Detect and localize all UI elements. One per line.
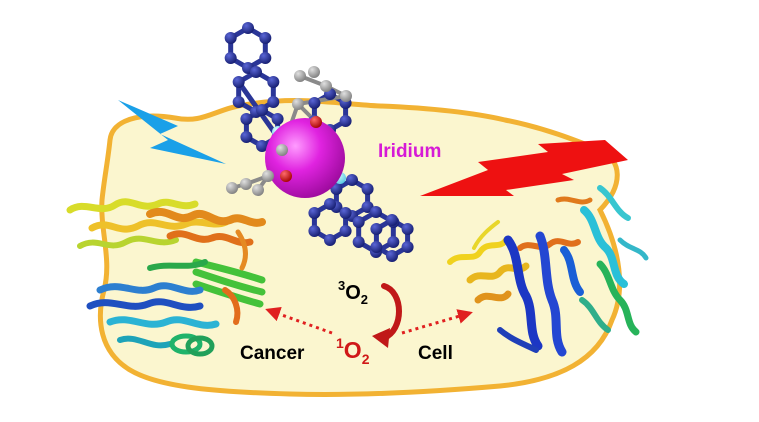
ligand-atom [233,96,245,108]
carbon-atom [294,70,306,82]
ligand-atom [233,76,245,88]
ligand-atom [259,52,271,64]
carbon-atom [276,144,288,156]
ligand-atom [370,206,382,218]
ligand-atom [324,234,336,246]
carbon-atom [320,80,332,92]
ligand-atom [240,113,252,125]
carbon-atom [252,184,264,196]
iridium-atom [265,118,345,198]
carbon-atom [340,90,352,102]
oxygen-atom [280,170,292,182]
ligand-atom [340,207,352,219]
carbon-atom [262,170,274,182]
ligand-atom [256,104,268,116]
ligand-atom [353,216,365,228]
ligand-atom [225,32,237,44]
ligand-atom [308,207,320,219]
ligand-atom [386,250,398,262]
ligand-atom [308,97,320,109]
carbon-atom [308,66,320,78]
ligand-atom [370,223,382,235]
cell-label: Cell [418,343,453,364]
ligand-atom [267,96,279,108]
ligand-atom [353,236,365,248]
ligand-atom [402,241,414,253]
oxygen-atom [310,116,322,128]
ligand-atom [324,198,336,210]
carbon-atom [226,182,238,194]
ligand-atom [370,241,382,253]
ligand-atom [362,183,374,195]
cancer-label: Cancer [240,343,305,364]
ligand-atom [340,115,352,127]
ligand-atom [386,214,398,226]
ligand-atom [402,223,414,235]
ligand-atom [240,131,252,143]
carbon-atom [240,178,252,190]
ligand-atom [259,32,271,44]
ligand-atom [272,113,284,125]
ligand-atom [225,52,237,64]
ligand-atom [242,22,254,34]
ligand-atom [250,66,262,78]
ligand-atom [308,225,320,237]
iridium-label: Iridium [378,141,441,162]
ligand-atom [340,225,352,237]
ligand-atom [346,174,358,186]
ligand-atom [387,236,399,248]
ligand-atom [267,76,279,88]
carbon-atom [292,98,304,110]
